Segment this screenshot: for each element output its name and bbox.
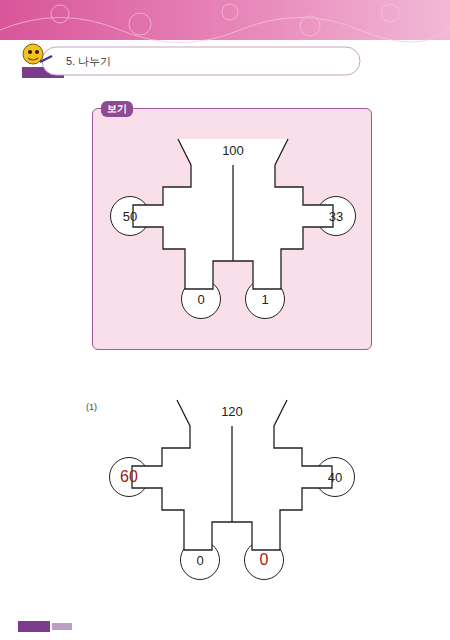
figure-outline-stroke bbox=[132, 400, 332, 550]
figure-outline-stroke bbox=[133, 139, 333, 289]
header-band bbox=[0, 0, 450, 40]
mascot-icon bbox=[23, 44, 52, 64]
answer-number: 60 bbox=[120, 468, 138, 486]
exercise-number: (1) bbox=[86, 402, 97, 412]
answer-number: 40 bbox=[328, 470, 342, 485]
answer-number: 0 bbox=[196, 553, 203, 568]
answer-number: 50 bbox=[123, 209, 137, 224]
divider-line bbox=[231, 426, 232, 522]
figure-fill bbox=[132, 400, 332, 550]
example-tag: 보기 bbox=[101, 101, 133, 117]
title-tab bbox=[42, 47, 360, 75]
division-figure: 50 33 0 1 100 bbox=[108, 134, 358, 324]
dividend-number: 120 bbox=[107, 404, 357, 419]
header-pattern bbox=[0, 4, 450, 43]
answer-number: 33 bbox=[329, 209, 343, 224]
figure-outline bbox=[108, 134, 358, 324]
divider-line bbox=[232, 165, 233, 261]
dividend-number: 100 bbox=[108, 143, 358, 158]
page-title: 5. 나누기 bbox=[66, 54, 111, 69]
example-panel: 503301100보기 bbox=[92, 108, 372, 350]
figure-fill bbox=[133, 139, 333, 289]
answer-number: 0 bbox=[197, 292, 204, 307]
figure-outline bbox=[107, 395, 357, 585]
footer-mark bbox=[18, 621, 72, 632]
answer-number: 0 bbox=[260, 551, 269, 569]
division-figure: 60 40 0 0 120 bbox=[107, 395, 357, 585]
answer-number: 1 bbox=[261, 292, 268, 307]
